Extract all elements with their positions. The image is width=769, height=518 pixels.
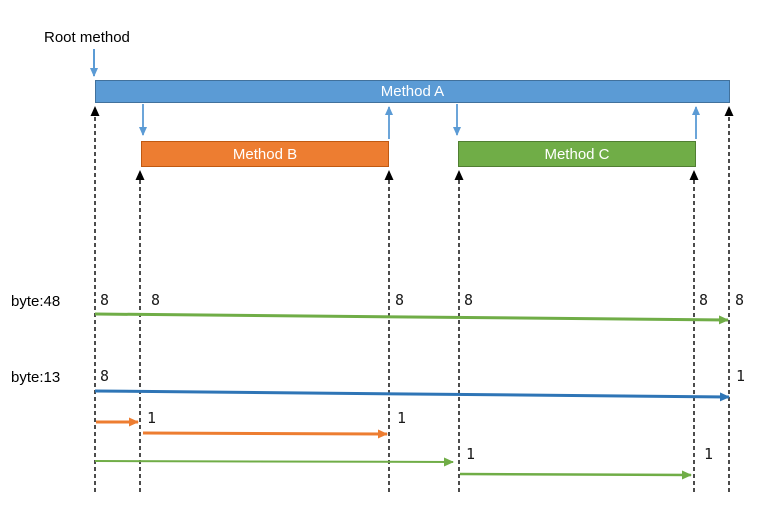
method-a-bar-label: Method A: [380, 83, 445, 100]
byte-count-label-5: 8: [699, 291, 709, 309]
row-label-byte48: byte:48: [11, 293, 61, 310]
byte-count-label-2: 8: [151, 291, 161, 309]
root-method-label: Root method: [44, 29, 130, 46]
byte-count-label-7: 8: [100, 367, 110, 385]
method-b-bar: Method B: [141, 141, 389, 167]
byte13-allocation-arrow: [94, 389, 730, 402]
byte-count-label-10: 1: [397, 409, 407, 427]
byte-count-label-12: 1: [704, 445, 714, 463]
byte-count-label-11: 1: [466, 445, 476, 463]
method-c-bar: Method C: [458, 141, 696, 167]
row-label-byte13: byte:13: [11, 369, 61, 386]
byte-count-label-4: 8: [464, 291, 474, 309]
method-c-alloc-segment-2: [459, 470, 692, 480]
method-c-bar-label: Method C: [544, 145, 610, 163]
method-c-alloc-segment-1: [94, 457, 454, 467]
byte-count-label-1: 8: [100, 291, 110, 309]
method-b-alloc-segment-2: [142, 429, 388, 439]
byte-count-label-9: 1: [147, 409, 157, 427]
method-a-bar: Method A: [95, 80, 730, 103]
byte-count-label-8: 1: [736, 367, 746, 385]
byte48-allocation-arrow: [94, 312, 729, 325]
byte-count-label-3: 8: [395, 291, 405, 309]
byte-count-label-6: 8: [735, 291, 745, 309]
method-b-bar-label: Method B: [232, 145, 298, 163]
